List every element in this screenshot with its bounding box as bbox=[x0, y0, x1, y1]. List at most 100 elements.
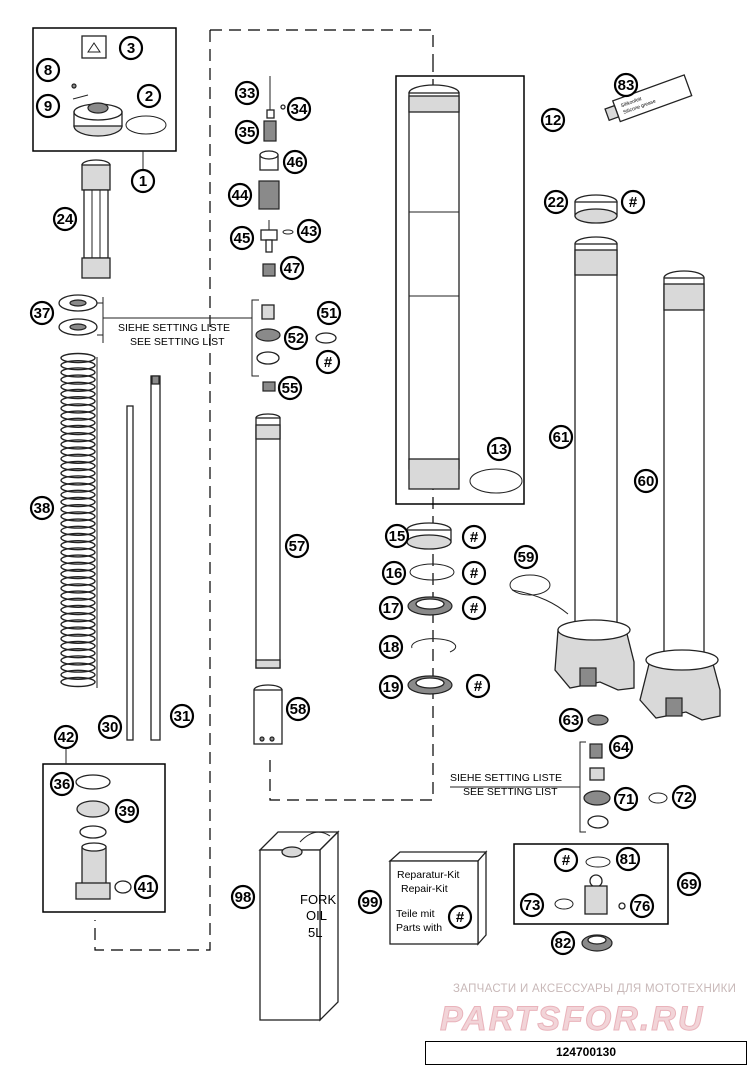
svg-text:47: 47 bbox=[284, 260, 301, 277]
setting-list-label-2-line2: SEE SETTING LIST bbox=[463, 786, 558, 798]
kit-marker-callout: # bbox=[465, 673, 491, 699]
repair-kit-label-line2: Repair-Kit bbox=[401, 883, 448, 895]
svg-text:1: 1 bbox=[139, 173, 147, 190]
part-callout-60: 60 bbox=[633, 468, 659, 494]
part-callout-33: 33 bbox=[234, 80, 260, 106]
inner-tube-right bbox=[639, 270, 721, 721]
svg-text:46: 46 bbox=[287, 154, 304, 171]
svg-text:18: 18 bbox=[383, 639, 400, 656]
part-callout-12: 12 bbox=[540, 107, 566, 133]
svg-text:#: # bbox=[324, 354, 333, 371]
oil-can-label-line3: 5L bbox=[308, 925, 322, 940]
svg-text:99: 99 bbox=[362, 894, 379, 911]
part-callout-82: 82 bbox=[550, 930, 576, 956]
part-callout-1: 1 bbox=[130, 168, 156, 194]
kit-marker-callout: # bbox=[553, 847, 579, 873]
svg-text:#: # bbox=[470, 529, 479, 546]
spring-preload-tube bbox=[81, 159, 111, 279]
svg-text:19: 19 bbox=[383, 679, 400, 696]
svg-text:17: 17 bbox=[383, 600, 400, 617]
svg-text:9: 9 bbox=[44, 98, 52, 115]
svg-text:41: 41 bbox=[138, 879, 155, 896]
svg-text:35: 35 bbox=[239, 124, 256, 141]
outer-tube-group bbox=[395, 75, 525, 505]
part-callout-61: 61 bbox=[548, 424, 574, 450]
svg-text:8: 8 bbox=[44, 62, 52, 79]
svg-text:59: 59 bbox=[518, 549, 535, 566]
svg-text:71: 71 bbox=[618, 791, 635, 808]
fork-oil-can bbox=[258, 830, 340, 1022]
svg-text:31: 31 bbox=[174, 708, 191, 725]
svg-text:73: 73 bbox=[524, 897, 541, 914]
part-callout-35: 35 bbox=[234, 119, 260, 145]
part-callout-16: 16 bbox=[381, 560, 407, 586]
svg-text:13: 13 bbox=[491, 441, 508, 458]
kit-marker-callout: # bbox=[461, 560, 487, 586]
part-callout-55: 55 bbox=[277, 375, 303, 401]
svg-text:44: 44 bbox=[232, 187, 249, 204]
part-callout-63: 63 bbox=[558, 707, 584, 733]
diagram-number: 124700130 bbox=[555, 1045, 617, 1059]
part-callout-71: 71 bbox=[613, 786, 639, 812]
setting-list-label-2-line1: SIEHE SETTING LISTE bbox=[450, 772, 562, 784]
part-callout-83: 83 bbox=[613, 72, 639, 98]
svg-text:81: 81 bbox=[620, 851, 637, 868]
svg-text:15: 15 bbox=[389, 528, 406, 545]
svg-text:57: 57 bbox=[289, 538, 306, 555]
part-callout-69: 69 bbox=[676, 871, 702, 897]
damper-rods bbox=[126, 375, 161, 741]
base-valve-group bbox=[42, 748, 166, 913]
part-callout-36: 36 bbox=[49, 771, 75, 797]
part-callout-64: 64 bbox=[608, 734, 634, 760]
part-callout-46: 46 bbox=[282, 149, 308, 175]
part-callout-76: 76 bbox=[629, 893, 655, 919]
svg-text:69: 69 bbox=[681, 876, 698, 893]
svg-text:60: 60 bbox=[638, 473, 655, 490]
cartridge-valving-parts bbox=[258, 76, 294, 277]
part-callout-2: 2 bbox=[136, 83, 162, 109]
svg-text:16: 16 bbox=[386, 565, 403, 582]
part-callout-73: 73 bbox=[519, 892, 545, 918]
svg-text:98: 98 bbox=[235, 889, 252, 906]
kit-marker-callout: # bbox=[620, 189, 646, 215]
part-callout-44: 44 bbox=[227, 182, 253, 208]
part-callout-37: 37 bbox=[29, 300, 55, 326]
oil-can-label-line1: FORK bbox=[300, 892, 336, 907]
svg-text:36: 36 bbox=[54, 776, 71, 793]
part-callout-8: 8 bbox=[35, 57, 61, 83]
svg-text:63: 63 bbox=[563, 712, 580, 729]
part-callout-59: 59 bbox=[513, 544, 539, 570]
svg-text:51: 51 bbox=[321, 305, 338, 322]
compression-adjuster-group bbox=[513, 843, 669, 952]
part-callout-19: 19 bbox=[378, 674, 404, 700]
part-callout-3: 3 bbox=[118, 35, 144, 61]
svg-text:45: 45 bbox=[234, 230, 251, 247]
watermark-tagline: ЗАПЧАСТИ И АКСЕССУАРЫ ДЛЯ МОТОТЕХНИКИ bbox=[453, 983, 736, 995]
svg-text:43: 43 bbox=[301, 223, 318, 240]
svg-text:82: 82 bbox=[555, 935, 572, 952]
part-callout-22: 22 bbox=[543, 189, 569, 215]
part-callout-31: 31 bbox=[169, 703, 195, 729]
setting-list-label-1-line1: SIEHE SETTING LISTE bbox=[118, 322, 230, 334]
svg-text:52: 52 bbox=[288, 330, 305, 347]
svg-text:39: 39 bbox=[119, 803, 136, 820]
kit-marker-callout: # bbox=[315, 349, 341, 375]
part-callout-34: 34 bbox=[286, 96, 312, 122]
svg-text:37: 37 bbox=[34, 305, 51, 322]
silicone-grease-tube: Silikonfett Silicone grease bbox=[604, 74, 693, 123]
part-callout-30: 30 bbox=[97, 714, 123, 740]
svg-text:#: # bbox=[629, 194, 638, 211]
svg-text:55: 55 bbox=[282, 380, 299, 397]
part-callout-52: 52 bbox=[283, 325, 309, 351]
part-callout-51: 51 bbox=[316, 300, 342, 326]
part-callout-47: 47 bbox=[279, 255, 305, 281]
part-callout-98: 98 bbox=[230, 884, 256, 910]
svg-text:3: 3 bbox=[127, 40, 135, 57]
part-callout-72: 72 bbox=[671, 784, 697, 810]
svg-text:30: 30 bbox=[102, 719, 119, 736]
svg-text:#: # bbox=[470, 565, 479, 582]
cartridge-tube bbox=[255, 413, 281, 669]
guide-bushing bbox=[574, 194, 618, 224]
svg-text:#: # bbox=[474, 678, 483, 695]
